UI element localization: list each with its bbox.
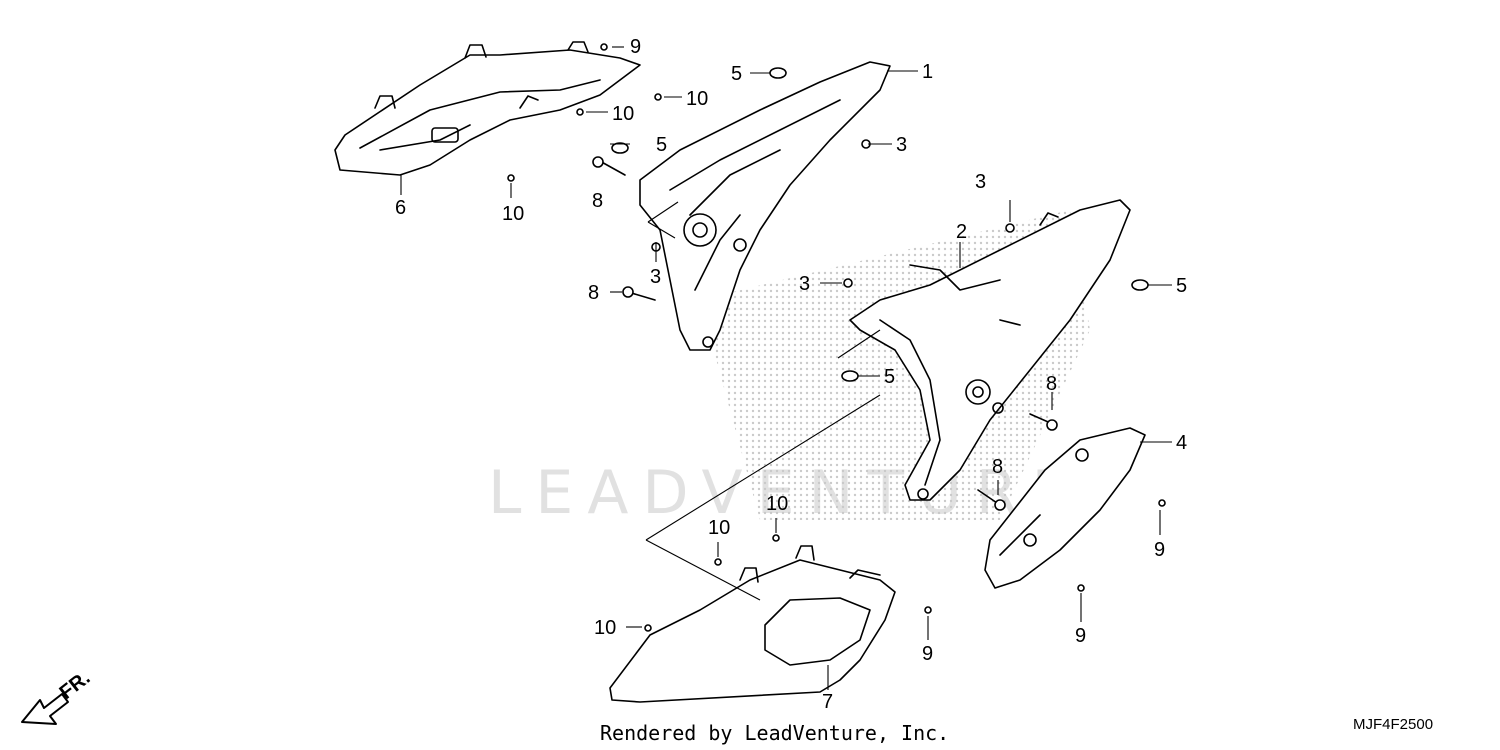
footer-credit: Rendered by LeadVenture, Inc. xyxy=(600,721,949,745)
callout-4: 4 xyxy=(1176,432,1187,454)
callout-8: 8 xyxy=(992,456,1003,478)
part-6-upper-cover xyxy=(334,41,641,176)
callout-10: 10 xyxy=(686,88,708,110)
callout-10: 10 xyxy=(612,103,634,125)
callout-9: 9 xyxy=(630,36,641,58)
callout-5: 5 xyxy=(1176,275,1187,297)
callout-9: 9 xyxy=(1075,625,1086,647)
front-arrow: FR. xyxy=(21,667,94,725)
callout-10: 10 xyxy=(502,203,524,225)
part-7-lower-cover xyxy=(609,545,896,703)
callout-5: 5 xyxy=(656,134,667,156)
callout-3: 3 xyxy=(650,266,661,288)
callout-8: 8 xyxy=(592,190,603,212)
callout-3: 3 xyxy=(896,134,907,156)
callout-5: 5 xyxy=(884,366,895,388)
callout-2: 2 xyxy=(956,221,967,243)
watermark-text: LEADVENTURE xyxy=(488,458,1084,528)
callout-10: 10 xyxy=(594,617,616,639)
callouts: 1 2 3 3 3 3 4 5 5 5 5 6 7 8 8 8 8 9 9 9 … xyxy=(395,36,1187,713)
front-arrow-icon xyxy=(21,693,69,725)
callout-10: 10 xyxy=(708,517,730,539)
callout-3: 3 xyxy=(799,273,810,295)
part-4-side-cover xyxy=(984,427,1146,589)
diagram-code: MJF4F2500 xyxy=(1353,716,1433,733)
leader-lines xyxy=(400,46,1172,690)
callout-9: 9 xyxy=(922,643,933,665)
callout-8: 8 xyxy=(1046,373,1057,395)
callout-1: 1 xyxy=(922,61,933,83)
callout-7: 7 xyxy=(822,691,833,713)
callout-3: 3 xyxy=(975,171,986,193)
callout-5: 5 xyxy=(731,63,742,85)
part-2-frame xyxy=(849,199,1131,501)
callout-6: 6 xyxy=(395,197,406,219)
part-1-bracket xyxy=(639,61,891,351)
callout-8: 8 xyxy=(588,282,599,304)
callout-10: 10 xyxy=(766,493,788,515)
callout-9: 9 xyxy=(1154,539,1165,561)
